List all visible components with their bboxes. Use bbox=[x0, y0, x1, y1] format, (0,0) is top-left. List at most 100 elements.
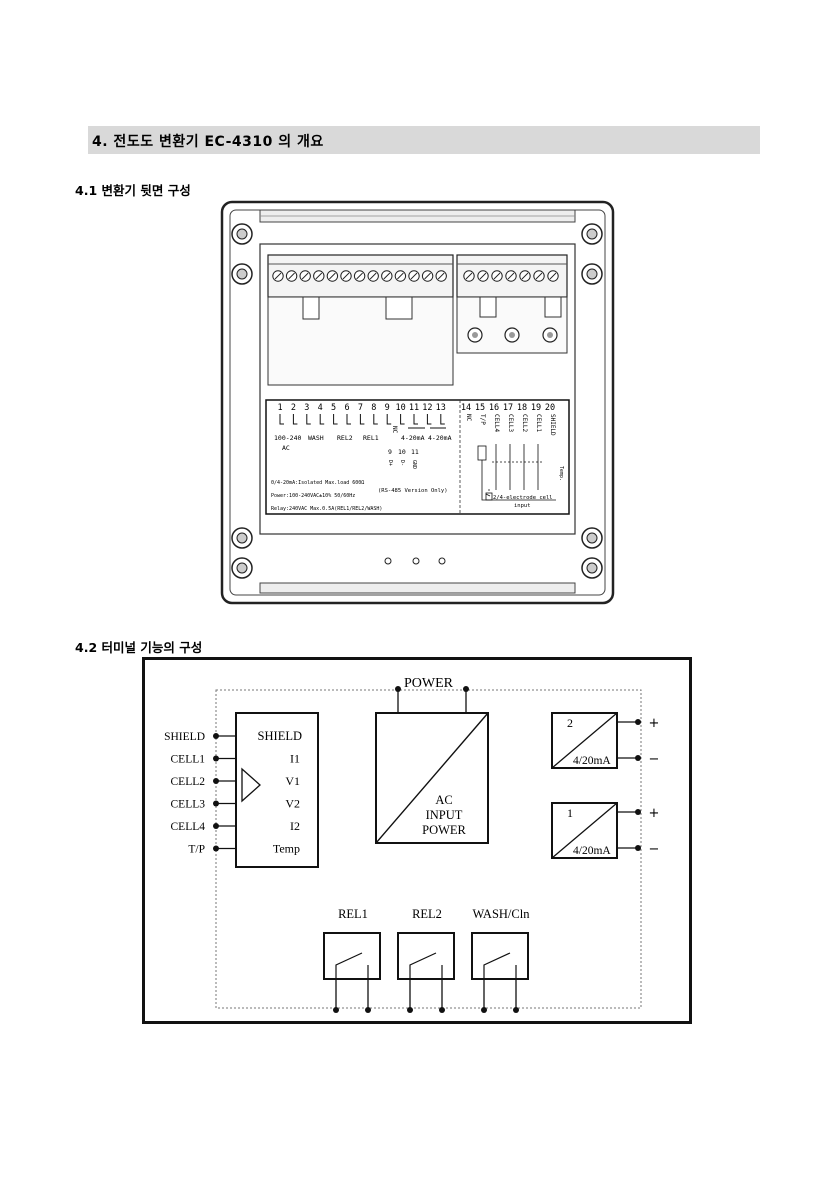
analog-output-1: 1 4/20mA + − bbox=[551, 802, 660, 859]
terminal-number: 10 bbox=[395, 403, 405, 413]
rs485-pin-gnd: GND bbox=[411, 460, 417, 469]
input-block-label: I1 bbox=[290, 752, 300, 766]
terminal-screw bbox=[367, 270, 379, 282]
input-pin-label: SHIELD bbox=[164, 731, 205, 743]
terminal-screw bbox=[381, 270, 393, 282]
terminal-number: 6 bbox=[344, 403, 349, 413]
rs485-num-11: 11 bbox=[411, 448, 419, 456]
label-cell4: CELL4 bbox=[493, 414, 500, 432]
output-range-label: 4/20mA bbox=[573, 845, 611, 857]
relay-label: REL1 bbox=[338, 907, 368, 921]
input-block-label: V2 bbox=[285, 797, 300, 811]
terminal-number: 7 bbox=[358, 403, 363, 413]
rs485-num-9: 9 bbox=[388, 448, 392, 456]
terminal-number: 9 bbox=[385, 403, 390, 413]
output-number: 2 bbox=[567, 716, 573, 730]
analog-output-2: 24/20mA+− bbox=[551, 712, 660, 769]
terminal-screw bbox=[533, 270, 545, 282]
terminal-number: 11 bbox=[409, 403, 419, 413]
label-rel1: REL1 bbox=[363, 434, 379, 442]
corner-screw bbox=[231, 223, 253, 245]
label-ma-2: 4-20mA bbox=[428, 434, 452, 442]
input-block-label: I2 bbox=[290, 819, 300, 833]
terminal-screw bbox=[299, 270, 311, 282]
terminal-number: 1 bbox=[277, 403, 282, 413]
relay-label: WASH/Cln bbox=[473, 907, 531, 921]
terminal-screw bbox=[491, 270, 503, 282]
terminal-number: 3 bbox=[304, 403, 309, 413]
terminal-screw bbox=[394, 270, 407, 282]
terminal-screw bbox=[272, 270, 284, 282]
terminal-diagram-heading: 4.2 터미널 기능의 구성 bbox=[75, 640, 203, 655]
label-ma-1: 4-20mA bbox=[401, 434, 425, 442]
rs485-note: (RS-485 Version Only) bbox=[378, 488, 448, 494]
ac-block-line2: INPUT bbox=[426, 808, 463, 822]
rs485-pin-dplus: D+ bbox=[387, 460, 393, 466]
minus-sign: − bbox=[649, 752, 660, 767]
output-number: 1 bbox=[567, 806, 573, 820]
input-pin-label: CELL2 bbox=[171, 776, 206, 788]
terminal-screw bbox=[313, 270, 325, 282]
input-pin-label: CELL3 bbox=[171, 799, 206, 811]
input-pin: CELL2 V1 bbox=[171, 774, 301, 788]
label-temp: Temp. bbox=[558, 466, 564, 481]
label-nc-1: NC bbox=[391, 426, 398, 434]
terminal-screw bbox=[340, 270, 352, 282]
input-pin: SHIELD SHIELD bbox=[164, 729, 302, 743]
corner-screw bbox=[581, 527, 603, 549]
rear-view-heading: 4.1 변환기 뒷면 구성 bbox=[75, 183, 191, 198]
terminal-number: 15 bbox=[475, 403, 485, 413]
terminal-screw bbox=[408, 270, 420, 282]
label-cell1: CELL1 bbox=[535, 414, 542, 432]
terminal-screw bbox=[421, 270, 434, 282]
terminal-number: 2 bbox=[291, 403, 296, 413]
terminal-screw bbox=[463, 270, 475, 282]
corner-screw bbox=[581, 223, 603, 245]
corner-screw bbox=[581, 263, 603, 285]
minus-sign: − bbox=[649, 842, 660, 857]
terminal-number: 18 bbox=[517, 403, 527, 413]
input-block bbox=[235, 712, 319, 868]
ac-block-line3: POWER bbox=[422, 823, 466, 837]
corner-screw bbox=[581, 557, 603, 579]
terminal-label-plate bbox=[265, 399, 570, 515]
relay-label: REL2 bbox=[412, 907, 442, 921]
label-cell2: CELL2 bbox=[521, 414, 528, 432]
corner-screw bbox=[231, 527, 253, 549]
terminal-number: 16 bbox=[489, 403, 499, 413]
terminal-screw bbox=[477, 270, 489, 282]
terminal-number: 12 bbox=[422, 403, 432, 413]
terminal-number: 4 bbox=[318, 403, 323, 413]
relay-2: REL2 bbox=[397, 907, 455, 1013]
input-pin: CELL1 I1 bbox=[171, 752, 301, 766]
input-block-label: V1 bbox=[285, 774, 300, 788]
rs485-pin-dminus: D- bbox=[399, 460, 405, 466]
input-block-label: SHIELD bbox=[258, 729, 302, 743]
label-shield: SHIELD bbox=[549, 414, 556, 436]
terminal-screw bbox=[326, 270, 339, 282]
terminal-number: 14 bbox=[461, 403, 471, 413]
input-pin: CELL3 V2 bbox=[171, 797, 301, 811]
corner-screw bbox=[231, 263, 253, 285]
output-range-label: 4/20mA bbox=[573, 755, 611, 767]
terminal-number: 8 bbox=[371, 403, 376, 413]
corner-screw bbox=[231, 557, 253, 579]
input-pin-label: T/P bbox=[188, 844, 205, 856]
terminal-number: 19 bbox=[531, 403, 541, 413]
rs485-num-10: 10 bbox=[398, 448, 406, 456]
terminal-number: 17 bbox=[503, 403, 513, 413]
input-pin-label: CELL1 bbox=[171, 754, 206, 766]
label-electrode: 2/4-electrode cell bbox=[493, 495, 553, 501]
input-pin: CELL4 I2 bbox=[171, 819, 301, 833]
terminal-screw bbox=[505, 270, 517, 282]
terminal-screw bbox=[519, 270, 531, 282]
terminal-number: 5 bbox=[331, 403, 336, 413]
plus-sign: + bbox=[649, 806, 660, 821]
input-pin-label: CELL4 bbox=[171, 821, 206, 833]
label-power: 100-240 bbox=[274, 434, 301, 442]
relay-3: WASH/Cln bbox=[471, 907, 531, 1013]
label-ac: AC bbox=[282, 444, 290, 452]
spec-output: 0/4-20mA:Isolated Max.load 600Ω bbox=[271, 480, 364, 486]
